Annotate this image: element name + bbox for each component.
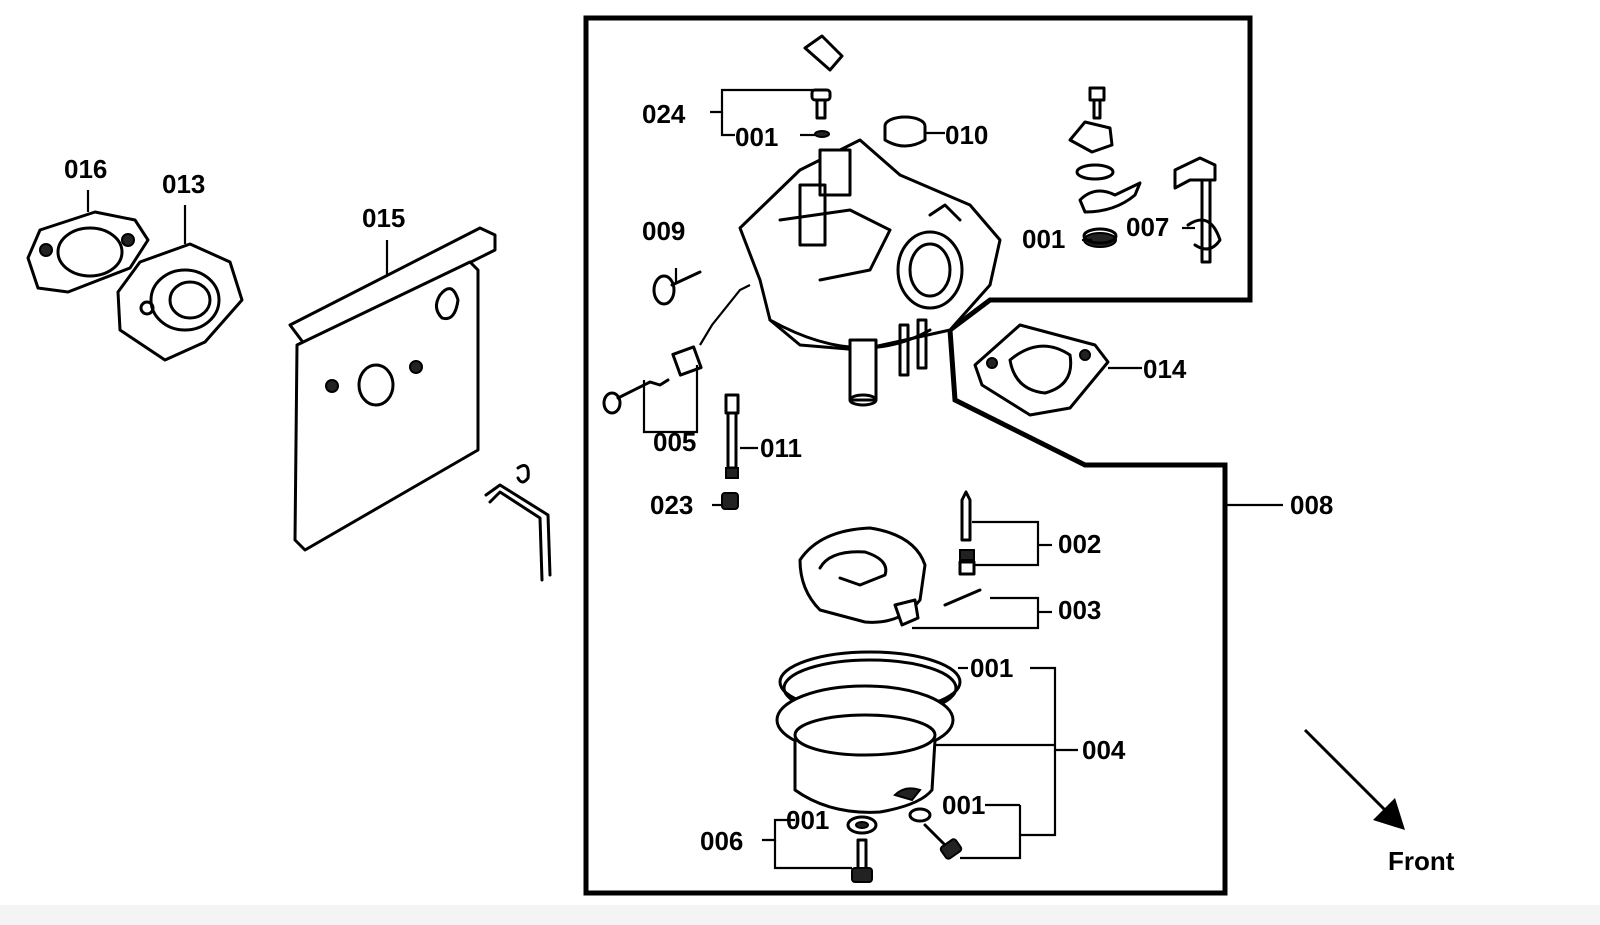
label-006: 006 xyxy=(700,826,743,856)
nozzle-011 xyxy=(724,393,740,479)
label-009: 009 xyxy=(642,216,685,246)
gasket-014 xyxy=(973,323,1110,417)
label-004: 004 xyxy=(1082,735,1126,765)
choke-knob xyxy=(803,34,844,72)
carburetor-body xyxy=(738,138,1002,407)
label-023: 023 xyxy=(650,490,693,520)
label-013: 013 xyxy=(162,169,205,199)
throttle-parts xyxy=(1068,86,1142,248)
label-015: 015 xyxy=(362,203,405,233)
front-direction: Front xyxy=(1303,728,1455,876)
arrow-head xyxy=(1373,798,1405,830)
screw-009 xyxy=(652,270,702,306)
choke-rod xyxy=(484,464,552,582)
float-003 xyxy=(798,526,982,627)
footer-band xyxy=(0,905,1600,925)
assembly-frame xyxy=(583,15,1253,896)
gasket-016 xyxy=(26,210,150,294)
front-label: Front xyxy=(1388,846,1455,876)
float-bowl-004 xyxy=(775,650,962,814)
label-002: 002 xyxy=(1058,529,1101,559)
drain-screw-006 xyxy=(846,815,878,883)
label-014: 014 xyxy=(1143,354,1187,384)
plate-015 xyxy=(288,226,497,552)
label-001-drain: 001 xyxy=(786,805,829,835)
screw-024 xyxy=(810,88,832,138)
label-005: 005 xyxy=(653,427,696,457)
needle-002 xyxy=(958,490,976,576)
label-001-bowl: 001 xyxy=(970,653,1013,683)
label-001-top: 001 xyxy=(735,122,778,152)
insulator-013 xyxy=(116,242,244,362)
screw-spring-005 xyxy=(602,284,751,415)
label-007: 007 xyxy=(1126,212,1169,242)
jet-023 xyxy=(721,492,739,510)
label-011: 011 xyxy=(760,433,802,463)
label-001-right: 001 xyxy=(1022,224,1065,254)
arrow-down-right-icon xyxy=(1303,728,1392,817)
label-008: 008 xyxy=(1290,490,1333,520)
label-024: 024 xyxy=(642,99,686,129)
bowl-screw xyxy=(908,807,963,860)
leader-lines xyxy=(86,88,1283,870)
label-016: 016 xyxy=(64,154,107,184)
cap-010 xyxy=(883,115,927,148)
label-010: 010 xyxy=(945,120,988,150)
lever-007 xyxy=(1173,156,1222,264)
label-003: 003 xyxy=(1058,595,1101,625)
label-001-bowl-screw: 001 xyxy=(942,790,985,820)
